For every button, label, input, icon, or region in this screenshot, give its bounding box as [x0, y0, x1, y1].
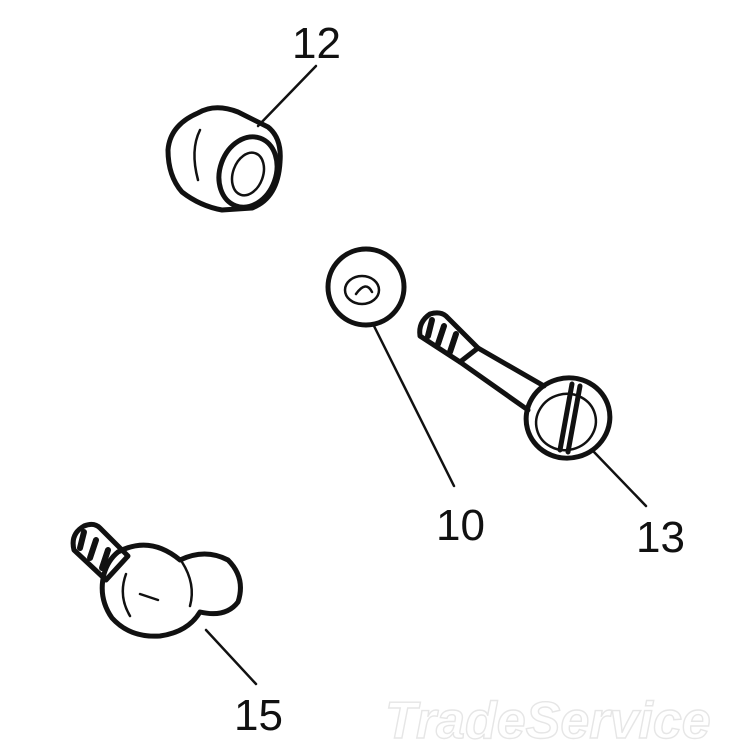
- spacer-part-12: [165, 105, 283, 213]
- leader-line-12: [256, 64, 318, 128]
- watermark: TradeService: [385, 692, 711, 750]
- leader-line-15: [204, 628, 258, 686]
- label-part-12: 12: [292, 19, 341, 68]
- shoulder-screw-part-13: [417, 310, 613, 461]
- washer-part-10: [325, 246, 407, 328]
- label-part-13: 13: [636, 513, 685, 562]
- leader-line-13: [592, 450, 648, 508]
- thumb-screw-part-15: [70, 521, 243, 639]
- label-part-15: 15: [234, 691, 283, 740]
- leader-line-10: [372, 324, 456, 488]
- label-part-10: 10: [436, 501, 485, 550]
